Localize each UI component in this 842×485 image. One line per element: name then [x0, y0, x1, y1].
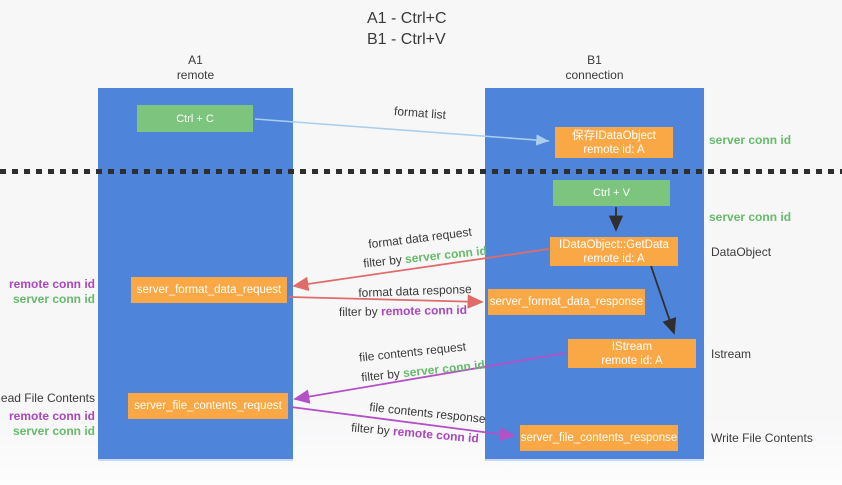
column-a1-role: remote — [176, 68, 215, 82]
format-list-text: format list — [393, 103, 447, 123]
save-dataobject-node: 保存IDataObject remote id: A — [555, 127, 673, 158]
left-remote-conn-id: remote conn id — [8, 277, 95, 291]
left-server-conn-id-2: server conn id — [12, 424, 95, 438]
server-format-data-response-node: server_format_data_response — [488, 289, 645, 315]
ctrl-v-node: Ctrl + V — [553, 180, 670, 206]
format-list-label: format list — [360, 101, 481, 124]
column-b1-role: connection — [565, 68, 624, 82]
left-remote-conn-id-2: remote conn id — [8, 409, 95, 423]
right-server-conn-id-top: server conn id — [709, 133, 792, 147]
getdata-line2: remote id: A — [583, 252, 645, 265]
column-header-b1: B1 connection — [485, 53, 704, 83]
column-b1-id: B1 — [587, 53, 602, 67]
write-file-contents-label: Write File Contents — [711, 431, 813, 445]
dataobject-label: DataObject — [711, 245, 772, 259]
read-file-contents-label: Read File Contents — [0, 391, 95, 405]
filter-by-text: filter by — [360, 366, 401, 385]
dotted-separator-line — [0, 169, 842, 174]
ctrl-c-label: Ctrl + C — [176, 112, 214, 125]
format-data-response-label: format data response — [350, 282, 480, 301]
column-header-a1: A1 remote — [98, 53, 293, 83]
istream-line2: remote id: A — [601, 354, 663, 367]
server-format-data-request-node: server_format_data_request — [131, 277, 287, 303]
server-conn-id-text: server conn id — [402, 357, 486, 381]
save-dataobject-line1: 保存IDataObject — [572, 129, 656, 142]
filter-by-text: filter by — [338, 304, 378, 320]
server-file-contents-request-label: server_file_contents_request — [134, 400, 282, 412]
page-title: A1 - Ctrl+C B1 - Ctrl+V — [367, 8, 447, 50]
filter-by-text: filter by — [362, 252, 403, 271]
left-conn-id-block: remote conn id server conn id — [9, 277, 95, 307]
column-a1-id: A1 — [188, 53, 203, 67]
ctrl-v-label: Ctrl + V — [593, 187, 630, 199]
server-file-contents-request-node: server_file_contents_request — [128, 393, 288, 419]
remote-conn-id-text: remote conn id — [380, 302, 468, 319]
getdata-line1: IDataObject::GetData — [559, 238, 669, 251]
left-server-conn-id: server conn id — [12, 292, 95, 306]
file-contents-response-text: file contents response — [368, 399, 487, 427]
istream-side-label: Istream — [711, 347, 752, 361]
getdata-node: IDataObject::GetData remote id: A — [550, 237, 678, 266]
server-format-data-response-label: server_format_data_response — [489, 296, 644, 308]
server-conn-id-text: server conn id — [404, 243, 488, 267]
right-server-conn-id-mid: server conn id — [709, 210, 792, 224]
istream-line1: IStream — [611, 340, 653, 353]
server-format-data-request-label: server_format_data_request — [136, 284, 282, 296]
save-dataobject-line2: remote id: A — [583, 143, 645, 156]
filter-by-text: filter by — [350, 420, 391, 438]
istream-node: IStream remote id: A — [568, 339, 696, 368]
server-file-contents-response-node: server_file_contents_response — [520, 425, 678, 451]
title-line-2: B1 - Ctrl+V — [367, 31, 446, 48]
format-data-response-filter: filter by remote conn id — [338, 303, 468, 319]
format-data-response-text: format data response — [358, 282, 472, 300]
ctrl-c-node: Ctrl + C — [137, 105, 253, 132]
left-read-file-block: Read File Contents remote conn id server… — [0, 391, 95, 439]
server-file-contents-response-label: server_file_contents_response — [520, 432, 678, 444]
remote-conn-id-text: remote conn id — [392, 424, 480, 446]
title-line-1: A1 - Ctrl+C — [367, 10, 447, 27]
